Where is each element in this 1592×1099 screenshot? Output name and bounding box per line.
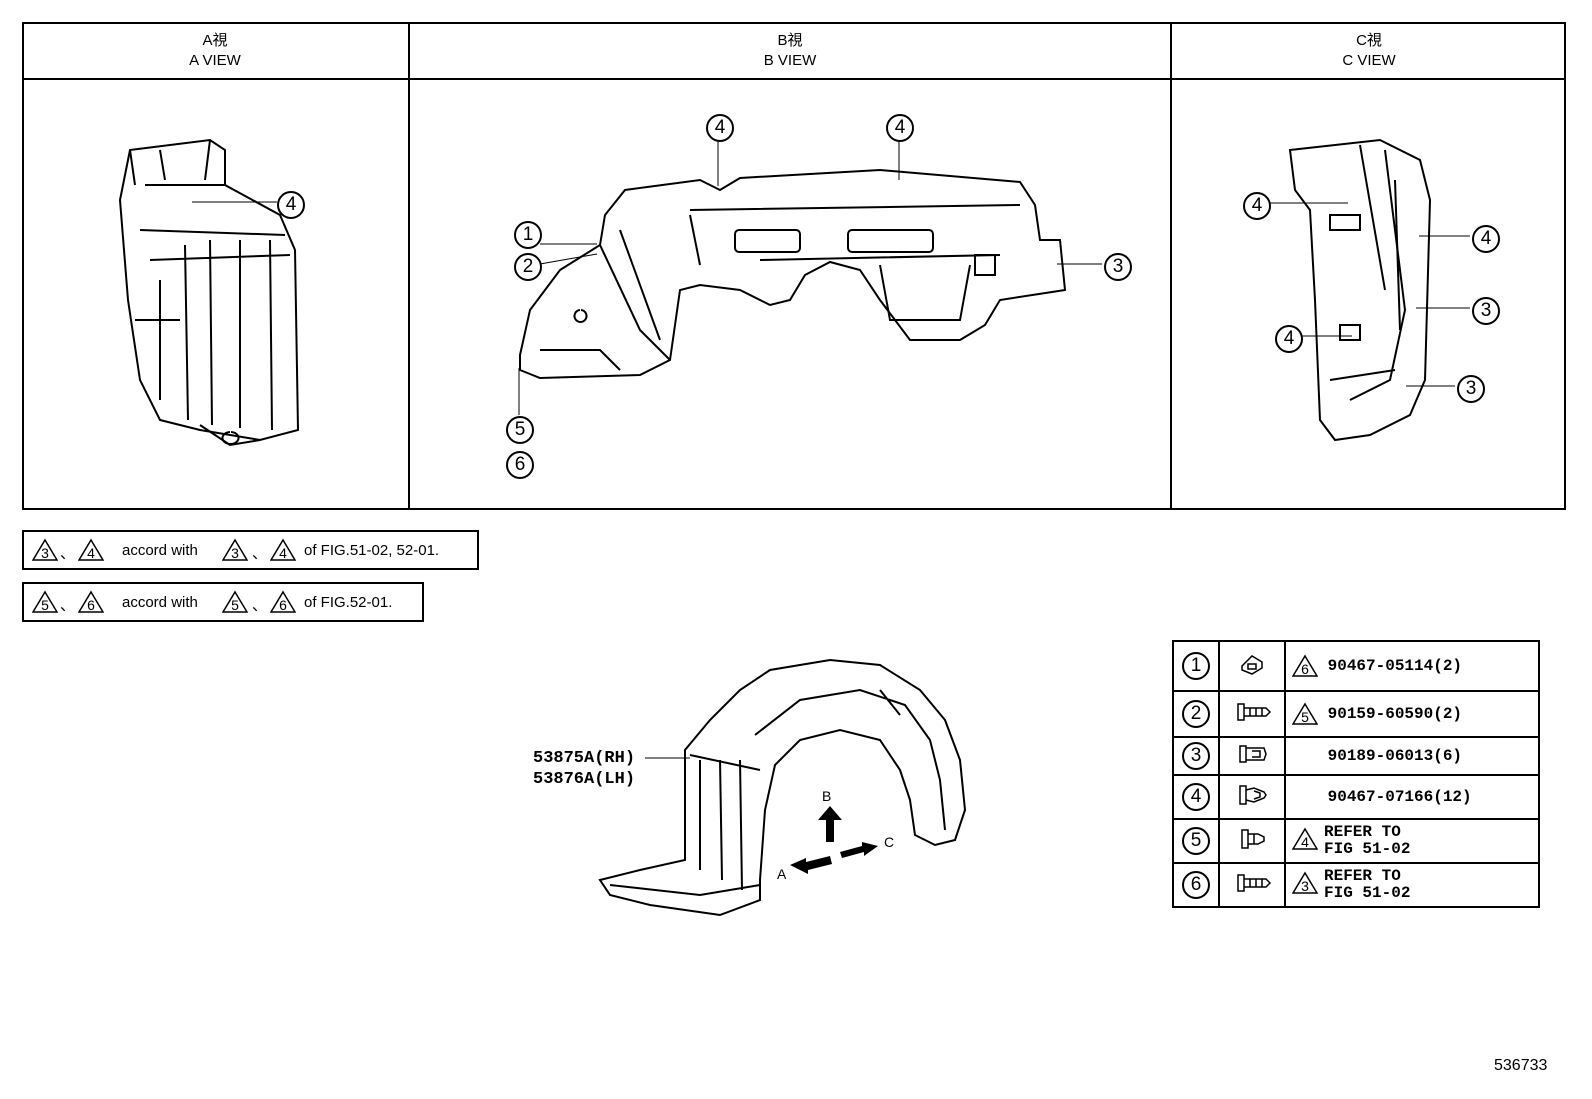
arrow-label-a: A — [777, 866, 787, 882]
screw-icon — [1237, 873, 1272, 892]
parts-table: 1 6 90467-05114(2) 2 5 90159-60590(2) 3 … — [1172, 640, 1540, 908]
callout-2: 2 — [514, 253, 542, 281]
clip-icon — [1239, 784, 1267, 805]
warning-triangle-icon: 3 — [222, 538, 248, 562]
note-box-2: 5 、 6 accord with 5 、 6 of FIG.52-01. — [22, 582, 424, 622]
callout-4-c-view: 4 — [1243, 192, 1271, 220]
callout-4-b-view: 4 — [706, 114, 734, 142]
table-row: 2 5 90159-60590(2) — [1172, 690, 1540, 738]
part-reference: REFER TO — [1324, 867, 1401, 885]
callout-3-c-view: 3 — [1457, 375, 1485, 403]
callout-4-c-view: 4 — [1472, 225, 1500, 253]
main-part-number: 53875A(RH)53876A(LH) — [533, 749, 636, 789]
callout-4-c-view: 4 — [1275, 325, 1303, 353]
row-number: 5 — [1182, 827, 1210, 855]
grommet-icon — [1239, 744, 1267, 763]
callout-6: 6 — [506, 451, 534, 479]
divider — [22, 78, 1566, 80]
callout-5: 5 — [506, 416, 534, 444]
warning-triangle-icon: 4 — [1292, 827, 1318, 851]
warning-triangle-icon: 4 — [270, 538, 296, 562]
figure-id: 536733 — [1494, 1057, 1548, 1074]
callout-1: 1 — [514, 221, 542, 249]
a-view-liner-drawing — [118, 138, 300, 447]
callout-3-c-view: 3 — [1472, 297, 1500, 325]
part-number: 90159-60590(2) — [1327, 705, 1463, 724]
row-number: 2 — [1182, 700, 1210, 728]
warning-triangle-icon: 5 — [222, 590, 248, 614]
part-number: 90467-07166(12) — [1327, 788, 1472, 807]
arrow-label-b: B — [822, 788, 832, 804]
c-view-liner-drawing — [1288, 138, 1432, 442]
part-number: 90467-05114(2) — [1327, 657, 1463, 676]
callout-4-b-view: 4 — [886, 114, 914, 142]
row-number: 4 — [1182, 783, 1210, 811]
part-reference: REFER TO — [1324, 823, 1401, 841]
table-row: 1 6 90467-05114(2) — [1172, 640, 1540, 692]
clip-nut-icon — [1241, 654, 1263, 675]
row-number: 3 — [1182, 742, 1210, 770]
main-liner-drawing — [598, 658, 967, 917]
warning-triangle-icon: 3 — [32, 538, 58, 562]
warning-triangle-icon: 5 — [32, 590, 58, 614]
warning-triangle-icon: 3 — [1292, 871, 1318, 895]
direction-arrows — [790, 806, 878, 874]
warning-triangle-icon: 5 — [1292, 702, 1318, 726]
table-row: 4 90467-07166(12) — [1172, 774, 1540, 820]
callout-3-b-view: 3 — [1104, 253, 1132, 281]
row-number: 1 — [1182, 652, 1210, 680]
table-row: 3 90189-06013(6) — [1172, 736, 1540, 776]
b-view-liner-drawing — [519, 168, 1067, 380]
part-reference: FIG 51-02 — [1324, 884, 1411, 902]
arrow-label-c: C — [884, 834, 895, 850]
note-box-1: 3 、 4 accord with 3 、 4 of FIG.51-02, 52… — [22, 530, 479, 570]
part-reference: FIG 51-02 — [1324, 840, 1411, 858]
divider — [408, 22, 410, 510]
divider — [1170, 22, 1172, 510]
part-number: 90189-06013(6) — [1327, 747, 1463, 766]
callout-4-a-view: 4 — [277, 191, 305, 219]
warning-triangle-icon: 4 — [78, 538, 104, 562]
warning-triangle-icon: 6 — [270, 590, 296, 614]
warning-triangle-icon: 6 — [78, 590, 104, 614]
views-frame — [22, 22, 1566, 510]
row-number: 6 — [1182, 871, 1210, 899]
warning-triangle-icon: 6 — [1292, 654, 1318, 678]
screw-icon — [1237, 702, 1272, 721]
pin-clip-icon — [1241, 828, 1265, 849]
